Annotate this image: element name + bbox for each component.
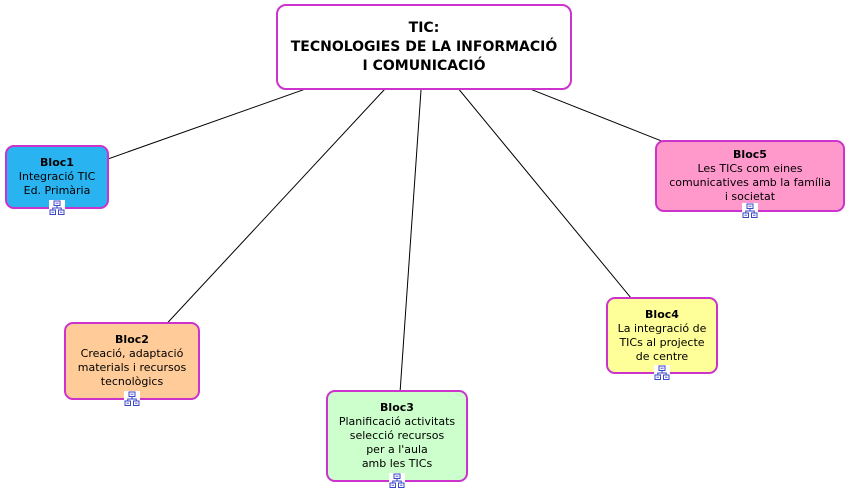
node-bloc1-text-line: Ed. Primària — [23, 184, 91, 197]
node-bloc3-text-line: Planificació activitats — [338, 415, 456, 428]
node-bloc5-title: Bloc5 — [733, 148, 767, 161]
node-bloc3-text-line: amb les TICs — [361, 457, 433, 470]
node-bloc2[interactable]: Bloc2 Creació, adaptació materials i rec… — [64, 322, 200, 407]
map-title-line-3: I COMUNICACIÓ — [362, 57, 486, 74]
node-bloc4-text-line: de centre — [635, 349, 689, 363]
node-bloc5-text-line: comunicatives amb la família — [669, 176, 831, 189]
node-bloc1-title: Bloc1 — [40, 156, 74, 169]
node-bloc3-title: Bloc3 — [380, 401, 414, 414]
node-bloc3-text-line: selecció recursos — [349, 429, 445, 442]
node-bloc2-text-line: tecnològics — [100, 375, 164, 388]
resource-link-icon[interactable] — [124, 391, 140, 407]
node-bloc4-title: Bloc4 — [645, 307, 679, 321]
resource-link-icon[interactable] — [742, 203, 758, 219]
node-bloc1[interactable]: Bloc1 Integració TIC Ed. Primària — [5, 145, 109, 216]
resource-link-icon[interactable] — [654, 365, 670, 381]
node-bloc4-text-line: La integració de — [617, 321, 707, 335]
node-bloc5-text-line: i societat — [724, 190, 776, 203]
node-bloc3[interactable]: Bloc3 Planificació activitats selecció r… — [326, 390, 468, 489]
node-bloc2-text-line: materials i recursos — [77, 361, 187, 374]
node-bloc4-text-line: TICs al projecte — [619, 335, 705, 349]
map-title-line-2: TECNOLOGIES DE LA INFORMACIÓ — [290, 38, 558, 55]
resource-link-icon[interactable] — [49, 200, 65, 216]
node-bloc5-text-line: Les TICs com eines — [697, 162, 803, 175]
node-bloc2-title: Bloc2 — [115, 333, 149, 346]
node-bloc1-text-line: Integració TIC — [18, 170, 96, 183]
node-bloc2-text-line: Creació, adaptació — [80, 347, 184, 360]
node-bloc4[interactable]: Bloc4 La integració de TICs al projecte … — [606, 297, 718, 381]
map-title-line-1: TIC: — [408, 19, 440, 36]
node-bloc5[interactable]: Bloc5 Les TICs com eines comunicatives a… — [655, 140, 845, 219]
node-bloc3-text-line: per a l'aula — [366, 443, 428, 456]
resource-link-icon[interactable] — [389, 473, 405, 489]
map-title-node[interactable]: TIC: TECNOLOGIES DE LA INFORMACIÓ I COMU… — [276, 4, 572, 90]
